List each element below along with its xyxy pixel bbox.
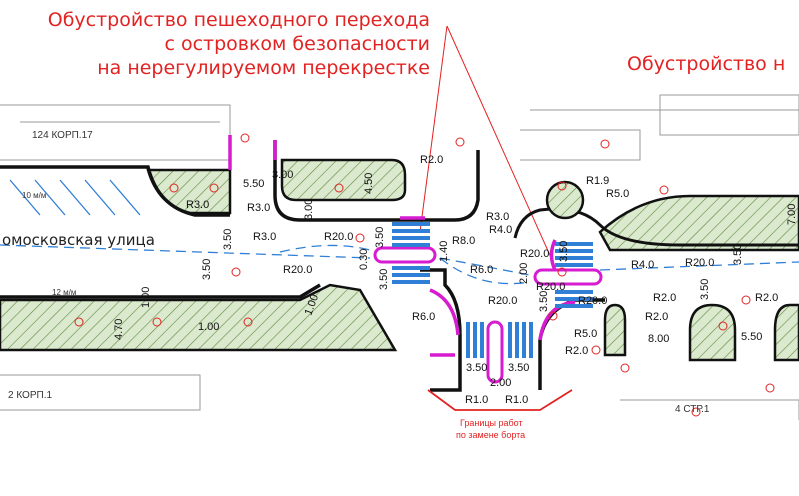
dim-label: R20.0 (283, 264, 312, 276)
dim-label: R6.0 (412, 311, 435, 323)
dim-label: R20.0 (536, 281, 565, 293)
dim-label: 4.70 (113, 319, 125, 340)
building-label-2: 2 КОРП.1 (8, 390, 52, 401)
dim-label: R3.0 (253, 231, 276, 243)
hatched-island-lower-right-c (773, 303, 799, 362)
title-line-2: с островком безопасности (164, 33, 430, 55)
safety-island-left (373, 246, 437, 264)
crossing-left (392, 222, 430, 284)
dim-label: 3.50 (378, 269, 390, 290)
dim-label: R6.0 (470, 264, 493, 276)
dim-label: 5.50 (741, 331, 762, 343)
title-leaders (419, 25, 554, 263)
background-buildings (0, 94, 799, 420)
hatched-island-upper-mid (280, 158, 407, 202)
dim-label: 3.00 (272, 169, 293, 181)
crossing-bottom (466, 322, 533, 358)
dim-label: R8.0 (452, 235, 475, 247)
title-line-1: Обустройство пешеходного перехода (47, 9, 430, 31)
lane-label-upper: 10 м/м (22, 191, 46, 200)
dim-label: R1.9 (586, 175, 609, 187)
lane-markings (0, 244, 799, 285)
curb-lower-mid-left (420, 268, 462, 392)
hatched-island-upper-right (598, 194, 799, 252)
dim-label: 3.50 (222, 229, 234, 250)
dim-label: R20.0 (324, 231, 353, 243)
dim-label: 2.00 (518, 263, 530, 284)
lane-label-lower: 12 м/м (52, 288, 76, 297)
dim-label: 3.00 (303, 199, 315, 220)
dim-label: 2.00 (490, 377, 511, 389)
survey-markers (74, 133, 775, 417)
dim-label: 3.50 (699, 279, 711, 300)
works-boundary (427, 389, 573, 411)
dim-label: R1.0 (465, 394, 488, 406)
dim-label: 3.50 (538, 291, 550, 312)
dim-label: R1.0 (505, 394, 528, 406)
dimension-labels: 5.50 3.00 4.50 3.00 R2.0 R3.0 R3.0 R3.0 … (113, 154, 798, 406)
dim-label: 3.50 (558, 241, 570, 262)
dim-label: R2.0 (565, 345, 588, 357)
curb-top-left (0, 165, 230, 217)
dim-label: 1.40 (438, 241, 450, 262)
dim-label: 5.50 (243, 178, 264, 190)
title-right-line-1: Обустройство н (627, 53, 786, 75)
round-island-top (545, 180, 585, 220)
dim-label: 1.00 (140, 287, 152, 308)
dim-label: R3.0 (486, 211, 509, 223)
dim-label: R2.0 (645, 311, 668, 323)
new-curbs (228, 135, 576, 357)
works-note-line1: Границы работ (460, 418, 523, 428)
dim-label: 7.00 (786, 204, 798, 225)
dim-label: R4.0 (489, 224, 512, 236)
dim-label: 4.50 (363, 173, 375, 194)
dim-label: R2.0 (420, 154, 443, 166)
dim-label: 0.30 (358, 249, 370, 270)
dim-label: 1.00 (198, 321, 219, 333)
title-block-left: Обустройство пешеходного перехода с остр… (0, 8, 430, 80)
building-label-3: 4 СТР.1 (675, 404, 710, 415)
dim-label: R5.0 (606, 188, 629, 200)
building-label-1: 124 КОРП.17 (32, 130, 93, 141)
curb-upper-right (513, 207, 799, 247)
crossing-right (555, 242, 593, 308)
street-name: омосковская улица (2, 231, 155, 249)
dim-label: 3.50 (201, 259, 213, 280)
hatched-island-lower-right-b (688, 303, 737, 362)
title-block-right: Обустройство н (627, 52, 785, 76)
dim-label: 3.50 (508, 362, 529, 374)
dim-label: R4.0 (631, 259, 654, 271)
title-line-3: на нерегулируемом перекрестке (97, 57, 430, 79)
dim-label: R3.0 (247, 202, 270, 214)
hatched-island-lower-left (0, 283, 398, 352)
dim-label: R20.0 (488, 295, 517, 307)
dim-label: R3.0 (186, 199, 209, 211)
dim-label: R20.0 (520, 248, 549, 260)
dim-label: R20.0 (685, 257, 714, 269)
dim-label: 3.50 (466, 362, 487, 374)
safety-island-vertical (486, 320, 504, 384)
parking-lanes-upper (9, 179, 141, 216)
safety-island-right (533, 268, 603, 286)
dim-label: R5.0 (574, 328, 597, 340)
dim-label: 3.50 (732, 244, 744, 265)
curb-lower-left (0, 283, 321, 299)
hatched-island-lower-right-a (603, 303, 627, 357)
dim-label: R2.0 (653, 292, 676, 304)
dim-label: R20.0 (578, 295, 607, 307)
works-note-line2: по замене борта (456, 430, 525, 440)
curb-upper-mid (273, 140, 480, 222)
dim-label: R2.0 (755, 292, 778, 304)
dim-label: 3.50 (374, 227, 386, 248)
dim-label: 8.00 (648, 333, 669, 345)
